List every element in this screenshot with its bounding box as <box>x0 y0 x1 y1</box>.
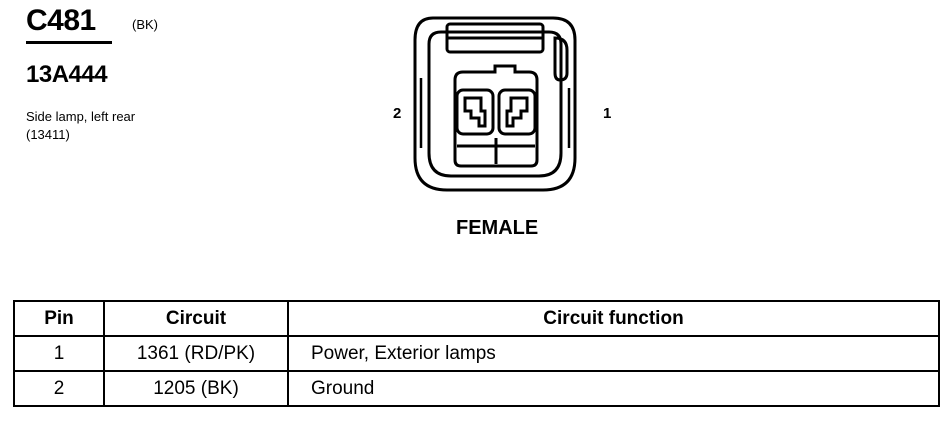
part-number: 13A444 <box>26 61 108 88</box>
connector-latch-tab <box>553 36 569 82</box>
cell-function: Power, Exterior lamps <box>287 335 940 372</box>
header-pin: Pin <box>13 300 105 337</box>
pin-1-label: 1 <box>603 105 612 122</box>
connector-gender-label: FEMALE <box>456 217 539 239</box>
cell-pin: 1 <box>13 335 105 372</box>
connector-face-drawing <box>413 16 577 192</box>
cell-circuit: 1361 (RD/PK) <box>103 335 289 372</box>
connector-id: C481 <box>26 4 96 37</box>
description-line: (13411) <box>26 127 70 142</box>
table-row: 1 1361 (RD/PK) Power, Exterior lamps <box>13 335 940 372</box>
cavity-pin-1 <box>497 88 537 136</box>
table-header-row: Pin Circuit Circuit function <box>13 300 940 337</box>
connector-description: Side lamp, left rear (13411) <box>26 108 135 144</box>
cell-pin: 2 <box>13 370 105 407</box>
connector-housing-outer <box>413 16 577 192</box>
description-line: Side lamp, left rear <box>26 109 136 124</box>
connector-id-underline <box>26 41 112 44</box>
cavity-pin-1-terminal <box>505 96 529 128</box>
cavity-block <box>453 64 539 168</box>
cell-circuit: 1205 (BK) <box>103 370 289 407</box>
cavity-pin-2-terminal <box>463 96 487 128</box>
header-circuit: Circuit <box>103 300 289 337</box>
pin-2-label: 2 <box>393 105 402 122</box>
pin-table: Pin Circuit Circuit function 1 1361 (RD/… <box>13 300 940 407</box>
header-circuit-function: Circuit function <box>287 300 940 337</box>
cell-function: Ground <box>287 370 940 407</box>
connector-color: (BK) <box>132 17 158 32</box>
table-row: 2 1205 (BK) Ground <box>13 370 940 407</box>
cavity-pin-2 <box>455 88 495 136</box>
